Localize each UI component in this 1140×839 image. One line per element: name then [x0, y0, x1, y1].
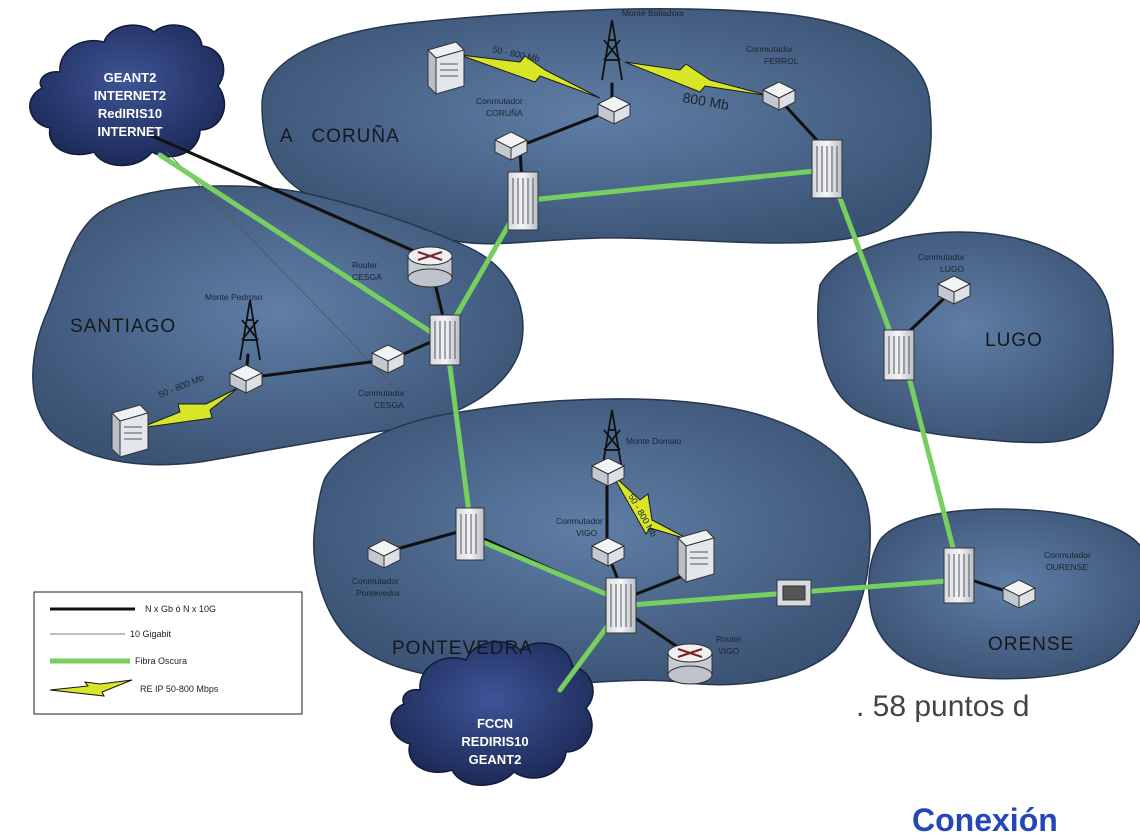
cloud-label-geant2-2: GEANT2: [469, 752, 522, 767]
label-conmutador-coruna-2: CORUÑA: [486, 108, 523, 118]
label-conmutador-ourense-2: OURENSE: [1046, 562, 1088, 572]
server-santiago: [111, 404, 149, 459]
cloud-label-internet2: INTERNET2: [94, 88, 166, 103]
rack-santiago: [429, 314, 461, 366]
link-10g-internet-cesga: [164, 149, 389, 381]
link-internet-router: [148, 133, 432, 260]
rack-coruna: [507, 171, 539, 231]
rack-vigo: [605, 577, 637, 634]
region-label-santiago: SANTIAGO: [70, 316, 176, 337]
caption-text: . 58 puntos d: [856, 690, 1030, 723]
switch-ourense: [1001, 579, 1037, 609]
label-conmutador-vigo-2: VIGO: [576, 528, 598, 538]
region-pontevedra: [313, 398, 871, 686]
switch-vigo: [590, 537, 626, 567]
label-router-vigo-2: VIGO: [718, 646, 740, 656]
switch-coruna: [493, 131, 529, 161]
legend: N x Gb ó N x 10G 10 Gigabit Fibra Oscura…: [33, 591, 303, 715]
region-label-orense: ORENSE: [988, 634, 1074, 655]
rack-lugo: [883, 329, 915, 381]
radio-link-ferrol: [624, 61, 771, 97]
fiber-coruna-ferrol: [527, 167, 828, 203]
switch-ferrol: [761, 81, 797, 111]
link-santiago-sw-cesga: [244, 358, 388, 380]
switch-coruna-monte: [596, 95, 632, 125]
label-monte-domaio: Monte Domaio: [626, 436, 682, 446]
label-router-cesga-2: CESGA: [352, 272, 382, 282]
label-conmutador-cesga-2: CESGA: [374, 400, 404, 410]
label-conmutador-ourense-1: Conmutador: [1044, 550, 1091, 560]
server-coruna: [427, 41, 465, 96]
label-conmutador-cesga-1: Conmutador: [358, 388, 405, 398]
legend-label-thin: 10 Gigabit: [130, 629, 172, 639]
cloud-fccn: [390, 641, 594, 786]
label-conmutador-ferrol-2: FERROL: [764, 56, 799, 66]
tower-monte-pedroso: [239, 299, 261, 361]
label-router-vigo-1: Router: [716, 634, 742, 644]
region-lugo: [817, 231, 1114, 444]
legend-label-thick: N x Gb ó N x 10G: [145, 604, 216, 614]
legend-swatch-radio: [49, 679, 133, 697]
label-conmutador-vigo-1: Conmutador: [556, 516, 603, 526]
bottom-heading[interactable]: Conexión: [912, 802, 1058, 838]
cloud-label-fccn: FCCN: [477, 716, 513, 731]
radio-link-coruna: [459, 54, 601, 99]
region-label-pontevedra: PONTEVEDRA: [392, 638, 533, 659]
label-conmutador-coruna-1: Conmutador: [476, 96, 523, 106]
cloud-label-rediris10: RedIRIS10: [98, 106, 162, 121]
fiber-lugo-orense: [902, 359, 963, 578]
switch-vigo-monte: [590, 457, 626, 487]
label-conmutador-lugo-2: LUGO: [940, 264, 964, 274]
router-vigo: [667, 643, 713, 685]
region-label-coruna: A CORUÑA: [280, 125, 400, 147]
fiber-pontevedra-vigo: [475, 537, 623, 603]
server-vigo: [677, 529, 715, 584]
legend-label-green: Fibra Oscura: [135, 656, 187, 666]
rack-ferrol: [811, 139, 843, 199]
fiber-internet-santiago: [157, 152, 443, 341]
cloud-label-rediris10-2: REDIRIS10: [461, 734, 528, 749]
link-monte-coruna-ferrol: [518, 108, 614, 148]
rack-ourense: [943, 547, 975, 604]
radio-link-santiago: [139, 387, 239, 429]
label-conmutador-ferrol-1: Conmutador: [746, 44, 793, 54]
radio-link-vigo: [611, 473, 691, 541]
fiber-santiago-pontevedra: [445, 349, 473, 523]
label-conmutador-pontevedra-1: Conmutador: [352, 576, 399, 586]
fiber-ferrol-lugo: [832, 182, 898, 348]
switch-pontevedra: [366, 539, 402, 569]
label-router-cesga-1: Router: [352, 260, 378, 270]
label-monte-bailadora: Monte Bailadora: [622, 8, 684, 18]
label-conmutador-pontevedra-2: Pontevedra: [356, 588, 400, 598]
cloud-label-internet: INTERNET: [98, 124, 163, 139]
label-monte-pedroso: Monte Pedroso: [205, 292, 263, 302]
cloud-internet: [29, 24, 226, 167]
switch-santiago-monte: [228, 364, 264, 394]
switch-cesga: [370, 344, 406, 374]
repeater-device: [776, 579, 812, 607]
legend-label-radio: RE IP 50-800 Mbps: [140, 684, 219, 694]
switch-lugo: [936, 275, 972, 305]
region-label-lugo: LUGO: [985, 330, 1043, 351]
tower-monte-bailadora: [601, 19, 623, 81]
cloud-label-geant2: GEANT2: [104, 70, 157, 85]
router-cesga: [407, 246, 453, 288]
rack-pontevedra: [455, 507, 485, 561]
label-conmutador-lugo-1: Conmutador: [918, 252, 965, 262]
